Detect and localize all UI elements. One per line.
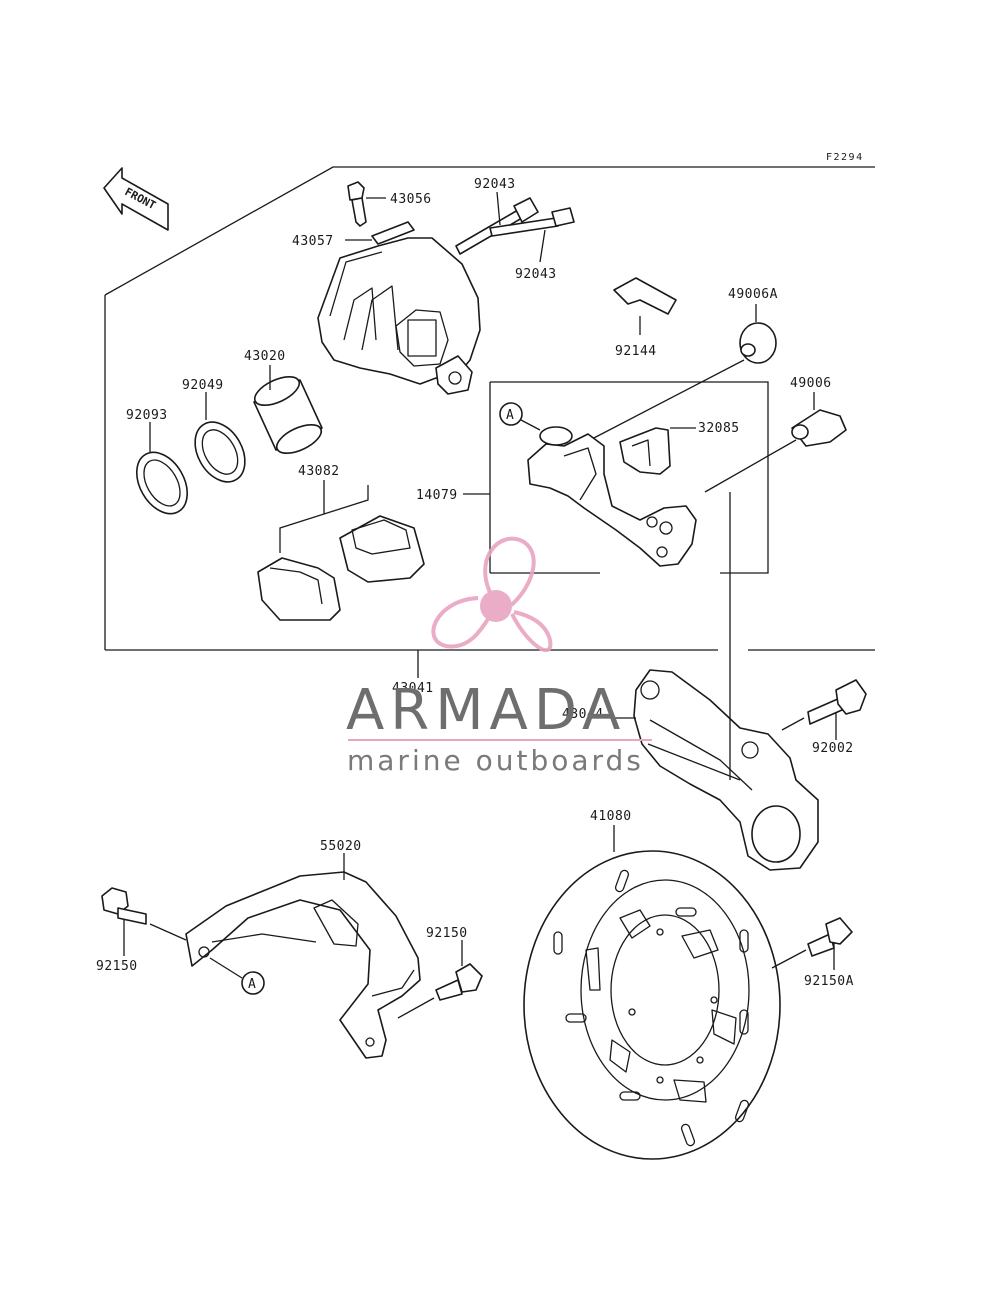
label-43082: 43082 bbox=[298, 464, 340, 479]
label-41080: 41080 bbox=[590, 809, 632, 824]
label-49006A: 49006A bbox=[728, 287, 778, 302]
brake-pads-part bbox=[257, 480, 425, 621]
label-92144: 92144 bbox=[615, 344, 657, 359]
disc-bolt-part bbox=[771, 917, 853, 970]
piston-part bbox=[253, 365, 323, 455]
caliper-body-part bbox=[317, 237, 481, 395]
watermark-subtitle: marine outboards bbox=[347, 744, 644, 777]
figure-code: F2294 bbox=[826, 152, 864, 163]
stay-bolt-left-part bbox=[101, 887, 187, 956]
bleeder-valve-part bbox=[347, 181, 386, 227]
propeller-logo-icon bbox=[431, 536, 553, 653]
label-43044: 43044 bbox=[562, 707, 604, 722]
label-92043-top: 92043 bbox=[474, 177, 516, 192]
pin-boot-small-part bbox=[704, 392, 847, 493]
front-arrow-icon: FRONT bbox=[103, 167, 169, 231]
reference-marker-a-bottom: A bbox=[248, 977, 256, 992]
label-92150A: 92150A bbox=[804, 974, 854, 989]
caliper-assembly-outline bbox=[104, 166, 875, 651]
dust-seal-part bbox=[135, 422, 189, 515]
label-92043-bottom: 92043 bbox=[515, 267, 557, 282]
label-92150-mid: 92150 bbox=[426, 926, 468, 941]
label-92093: 92093 bbox=[126, 408, 168, 423]
label-92002: 92002 bbox=[812, 741, 854, 756]
label-92049: 92049 bbox=[182, 378, 224, 393]
holder-bolt-part bbox=[781, 679, 867, 740]
pad-spring-clip-part bbox=[613, 277, 677, 335]
bracket-box-outline bbox=[489, 381, 769, 574]
caliper-holder-part bbox=[588, 492, 819, 871]
reference-marker-a-bottom-circle bbox=[241, 971, 265, 995]
label-55020: 55020 bbox=[320, 839, 362, 854]
label-14079: 14079 bbox=[416, 488, 458, 503]
watermark-logo: ARMADA marine outboards bbox=[346, 536, 652, 777]
caliper-bracket-part: A bbox=[463, 402, 697, 567]
label-49006: 49006 bbox=[790, 376, 832, 391]
brake-disc-part bbox=[523, 825, 781, 1160]
piston-seal-part bbox=[194, 392, 246, 483]
label-43020: 43020 bbox=[244, 349, 286, 364]
label-43057: 43057 bbox=[292, 234, 334, 249]
stay-bolt-right-part bbox=[397, 940, 483, 1019]
pad-shim-part bbox=[619, 427, 696, 475]
label-43041: 43041 bbox=[392, 681, 434, 696]
label-43056: 43056 bbox=[390, 192, 432, 207]
label-92150-left: 92150 bbox=[96, 959, 138, 974]
caliper-pin-top-part bbox=[455, 191, 539, 255]
pin-boot-part bbox=[589, 304, 777, 441]
reference-marker-a-top: A bbox=[506, 408, 514, 423]
caliper-pin-bottom-part bbox=[489, 207, 575, 263]
watermark-title: ARMADA bbox=[346, 678, 626, 743]
caliper-stay-part bbox=[185, 853, 421, 1059]
label-32085: 32085 bbox=[698, 421, 740, 436]
bleeder-cap-part bbox=[345, 221, 415, 245]
